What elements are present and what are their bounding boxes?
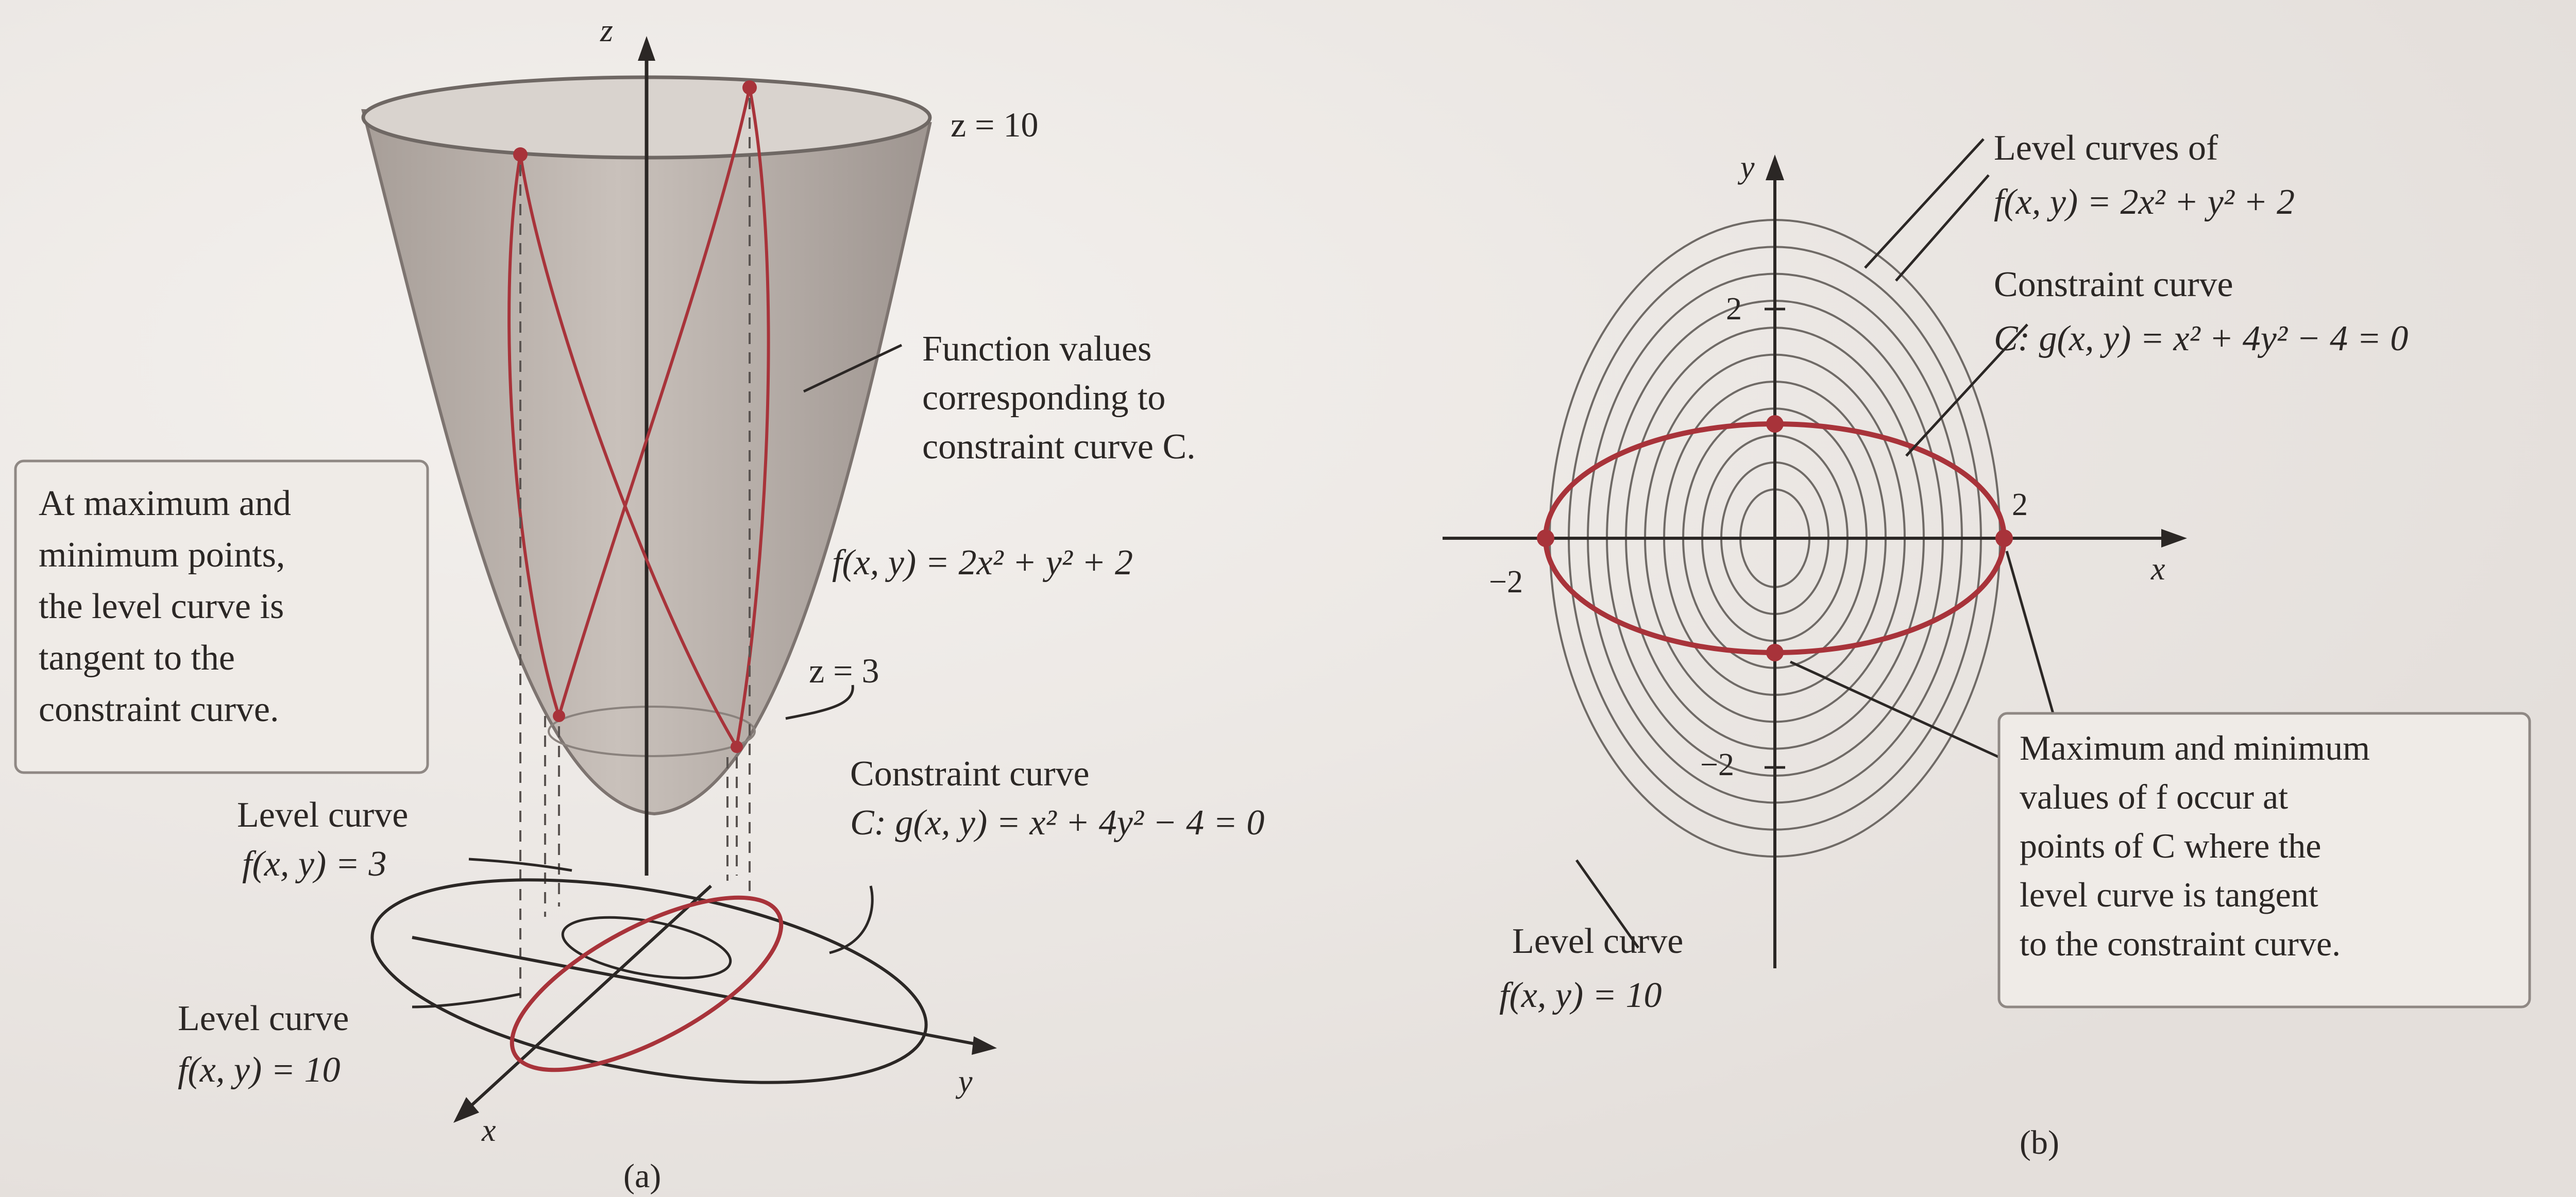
leader-lines-a — [412, 344, 903, 1008]
tick-label-x-neg2: −2 — [1489, 565, 1523, 600]
level-curve-10-a — [370, 878, 928, 1084]
function-values-note-3: constraint curve C. — [922, 427, 1196, 467]
constraint-label-a-2: C: g(x, y) = x² + 4y² − 4 = 0 — [850, 803, 1264, 843]
min-point-b-top — [1766, 415, 1784, 433]
callout-b-line-3: points of C where the — [2020, 826, 2321, 865]
max-point-b-left — [1537, 529, 1554, 547]
constraint-label-b-2: C: g(x, y) = x² + 4y² − 4 = 0 — [1994, 319, 2408, 358]
callout-a-line-3: the level curve is — [39, 587, 284, 626]
tick-label-x-2: 2 — [2012, 487, 2028, 522]
max-point-left — [513, 147, 528, 162]
function-label-a: f(x, y) = 2x² + y² + 2 — [832, 543, 1133, 583]
min-point-right — [731, 741, 743, 753]
level-curve-10-label-b-2: f(x, y) = 10 — [1499, 976, 1662, 1015]
callout-b-line-1: Maximum and minimum — [2020, 728, 2370, 767]
x-axis-label-a: x — [481, 1113, 496, 1148]
callout-box-b — [1997, 712, 2531, 1008]
min-point-b-bottom — [1766, 644, 1784, 661]
panel-a: z z = 10 Function values corresponding t… — [14, 12, 1264, 1195]
z-bottom-label: z = 3 — [809, 651, 879, 690]
x-axis-arrow-b — [2161, 529, 2187, 548]
x-axis-arrow-a — [453, 1097, 479, 1123]
max-point-b-right — [1995, 529, 2013, 547]
callout-a-line-4: tangent to the — [39, 638, 235, 678]
z-top-label: z = 10 — [951, 105, 1039, 144]
min-point-left — [553, 710, 565, 722]
caption-a: (a) — [623, 1157, 661, 1195]
y-axis-arrow-a — [972, 1036, 997, 1055]
panel-b: y x −2 2 2 −2 Level curves of f(x, y) = … — [1443, 128, 2531, 1161]
y-axis-a — [412, 936, 985, 1047]
projection-lines — [519, 98, 751, 1004]
function-values-note-2: corresponding to — [922, 378, 1165, 418]
level-curve-10-label-b-1: Level curve — [1512, 921, 1683, 961]
level-curves-label-2: f(x, y) = 2x² + y² + 2 — [1994, 182, 2295, 222]
callout-a-line-5: constraint curve. — [39, 690, 279, 729]
y-axis-arrow-b — [1766, 155, 1784, 180]
constraint-label-b-1: Constraint curve — [1994, 265, 2233, 304]
x-axis-label-b: x — [2150, 552, 2165, 587]
leader-lines-b — [1575, 138, 2055, 949]
function-values-note-1: Function values — [922, 329, 1151, 369]
constraint-curve-a — [510, 895, 784, 1072]
max-point-right — [742, 80, 757, 95]
tick-label-y-2: 2 — [1726, 292, 1742, 327]
level-curve-3-label-2: f(x, y) = 3 — [242, 844, 386, 884]
callout-a-line-1: At maximum and — [39, 484, 291, 523]
level-curve-3-a — [561, 916, 732, 980]
constraint-label-a-1: Constraint curve — [850, 754, 1090, 794]
level-curve-10-label-2: f(x, y) = 10 — [178, 1050, 340, 1090]
level-curve-10-label-1: Level curve — [178, 999, 349, 1038]
level-curves-label-1: Level curves of — [1994, 128, 2218, 168]
z-axis-arrow — [638, 36, 655, 61]
caption-b: (b) — [2020, 1124, 2059, 1161]
callout-box-a — [14, 459, 429, 774]
tick-label-y-neg2: −2 — [1700, 747, 1734, 782]
callout-b-line-5: to the constraint curve. — [2020, 924, 2341, 963]
surface-constraint-curve — [507, 87, 770, 748]
y-axis-label-b: y — [1737, 150, 1755, 185]
callout-b-line-2: values of f occur at — [2020, 777, 2288, 816]
y-axis-label-a: y — [955, 1064, 973, 1099]
x-axis-a — [462, 884, 713, 1114]
callout-a-line-2: minimum points, — [39, 535, 285, 575]
surface-z3-ring — [548, 706, 756, 757]
callout-b-line-4: level curve is tangent — [2020, 875, 2318, 914]
z-axis-label: z — [600, 12, 613, 48]
level-curve-3-label-1: Level curve — [237, 795, 408, 835]
